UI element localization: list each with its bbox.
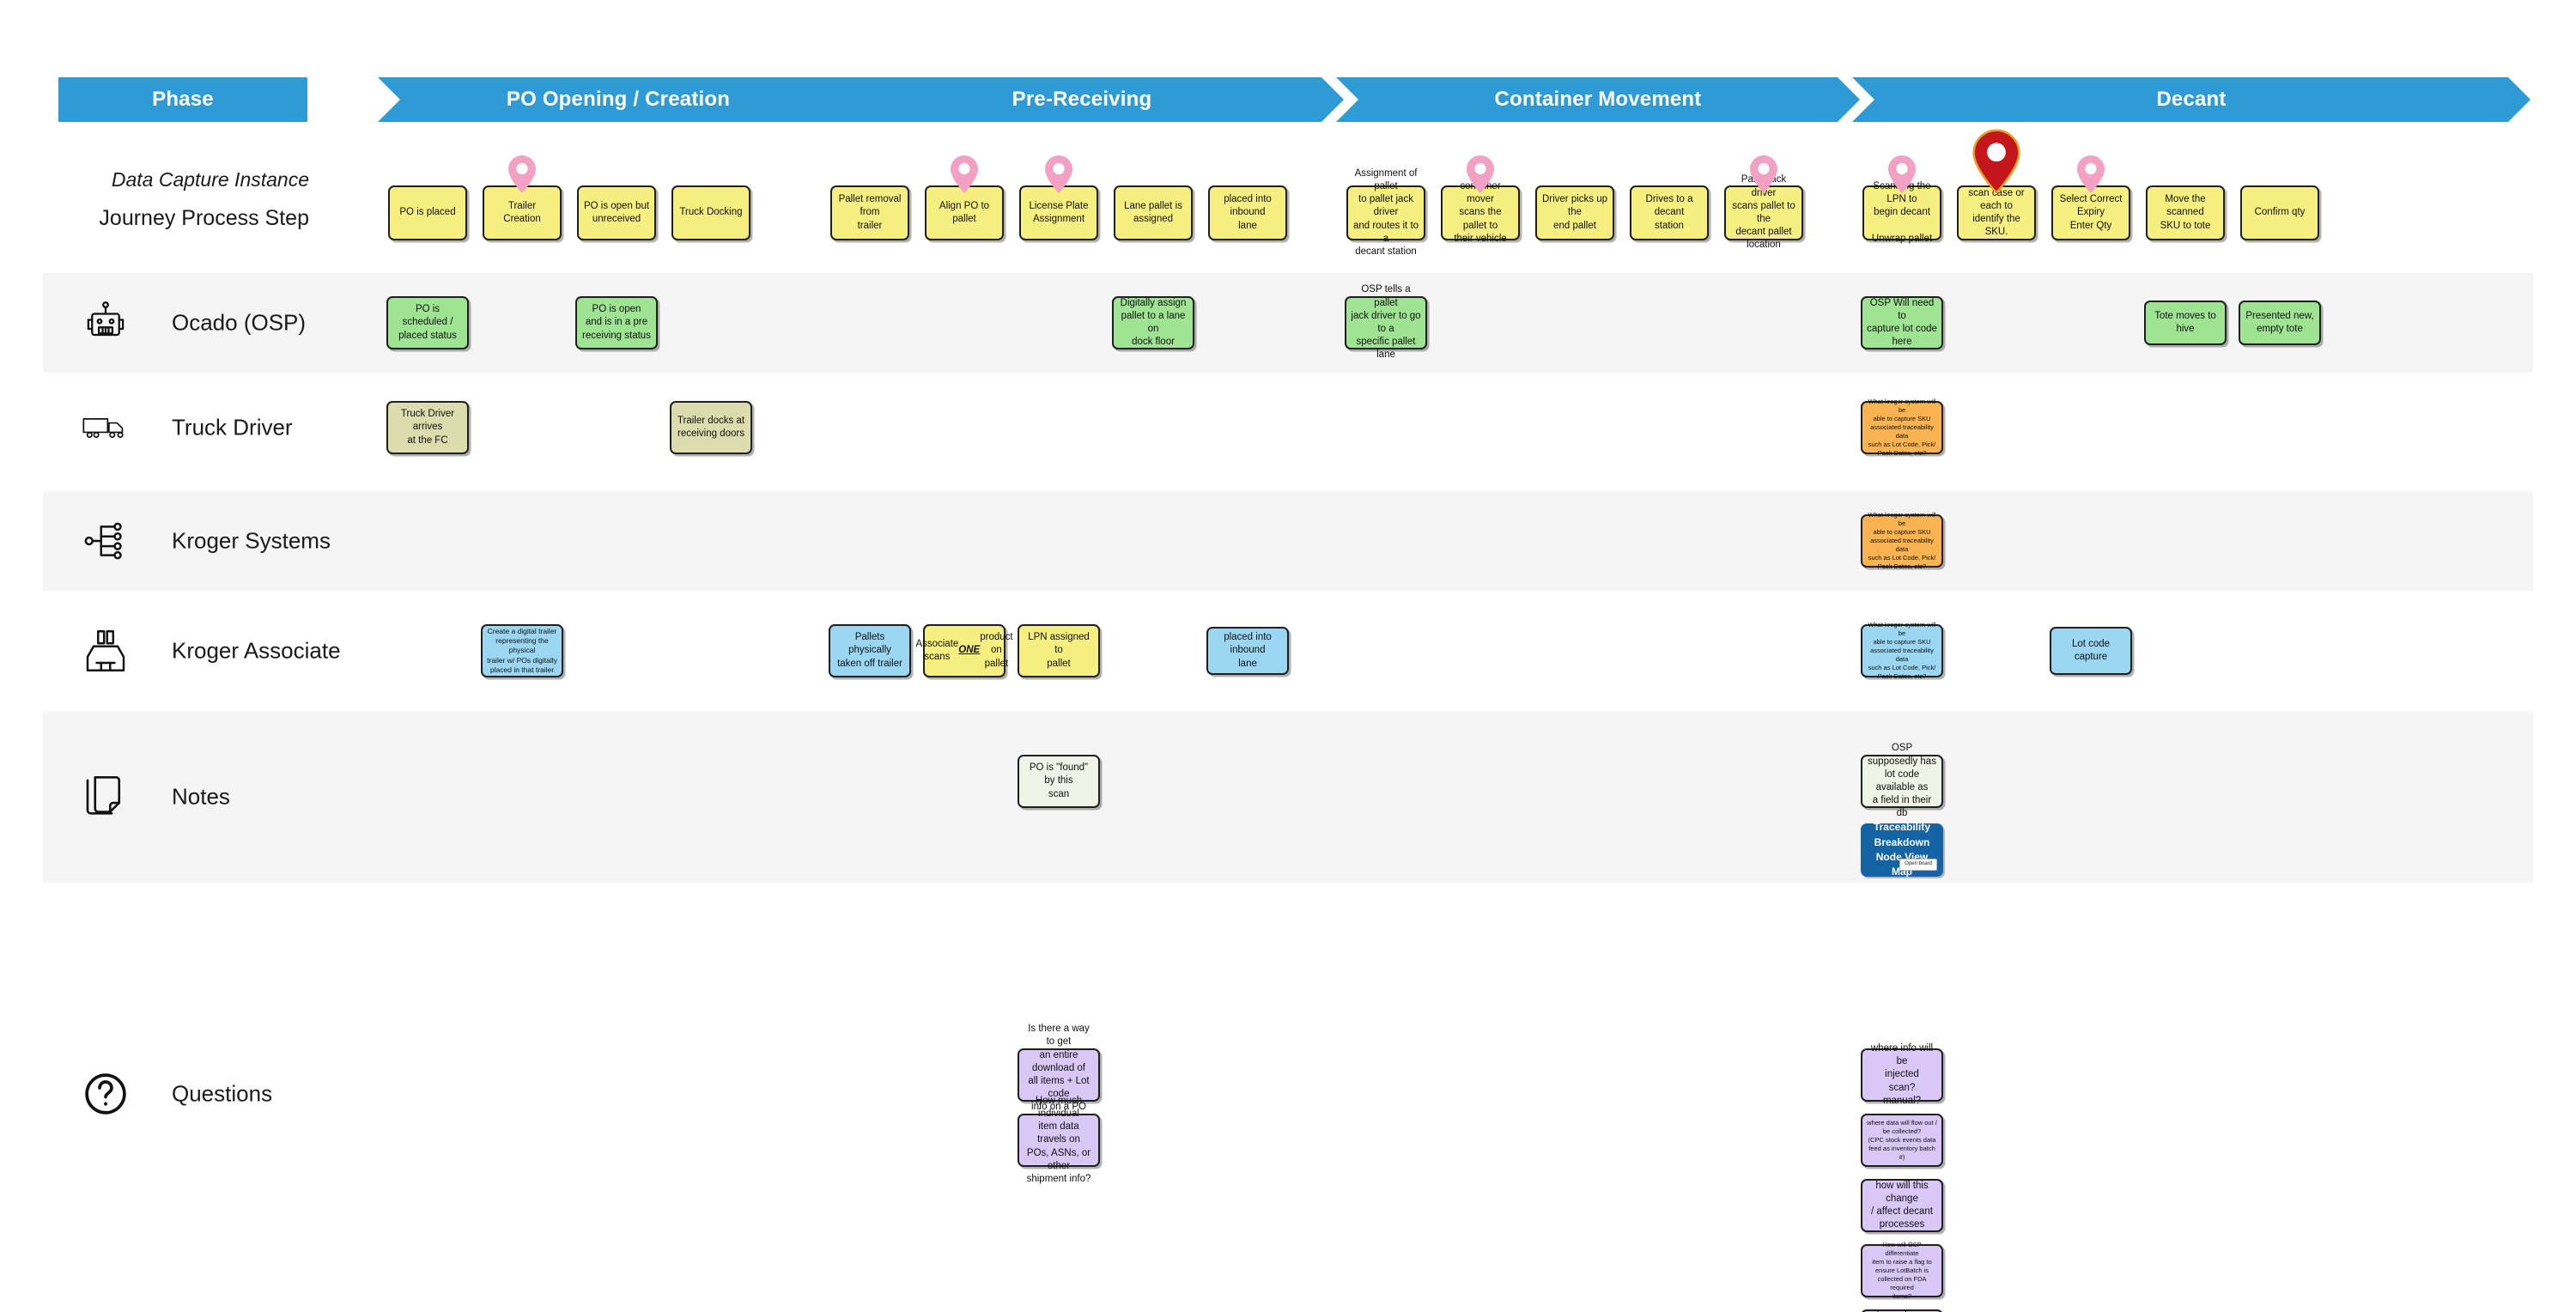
swimlane-questions: Questions: [43, 893, 2533, 1295]
swimlane-title: Truck Driver: [172, 414, 293, 440]
process-step-card[interactable]: Drives to a decant station: [1630, 185, 1709, 240]
swimlane-notes: Notes: [43, 711, 2533, 883]
emphasis-text: ONE: [958, 645, 981, 656]
process-step-card[interactable]: Lane pallet is assigned: [1114, 185, 1193, 240]
linked-board-title: Traceability Breakdown Node View Map: [1873, 821, 1931, 878]
map-pin-icon: [1749, 155, 1778, 194]
phase-banner-row: Phase PO Opening / Creation Pre-Receivin…: [0, 77, 2576, 131]
process-step-card[interactable]: License Plate Assignment: [1019, 185, 1098, 240]
lane-card[interactable]: How will OSP differentiate item to raise…: [1861, 1241, 1943, 1300]
truck-icon: [82, 404, 130, 452]
process-step-card[interactable]: Pallet jack driver scans pallet to the d…: [1724, 174, 1803, 250]
phase-banner-pre-receiving[interactable]: Pre-Receiving: [820, 77, 1344, 122]
process-step-card[interactable]: scan case or each to identify the SKU.: [1957, 185, 2036, 240]
process-step-card[interactable]: PO is placed: [388, 185, 467, 240]
phase-banner-po-opening-creation[interactable]: PO Opening / Creation: [378, 77, 859, 122]
process-step-card[interactable]: placed into inbound lane: [1208, 185, 1287, 240]
lane-card[interactable]: Create a digital trailer representing th…: [481, 624, 563, 677]
lane-card[interactable]: What kroger system will be able to captu…: [1861, 398, 1943, 457]
map-pin-icon: [507, 155, 537, 194]
swimlane-title: Kroger Systems: [172, 527, 331, 554]
lane-card[interactable]: where data will flow out / be collected?…: [1861, 1114, 1943, 1167]
robot-icon: [82, 299, 130, 347]
lane-card[interactable]: placed into inbound lane: [1206, 627, 1289, 675]
swimlane-title: Questions: [172, 1080, 273, 1107]
phase-banner-decant[interactable]: Decant: [1852, 77, 2530, 122]
lane-card[interactable]: What kroger system will be able to captu…: [1861, 621, 1943, 680]
lane-card[interactable]: PO is scheduled / placed status: [386, 296, 469, 349]
lane-card[interactable]: Presented new, empty tote: [2239, 301, 2321, 345]
map-pin-icon: [1466, 155, 1495, 194]
open-board-button[interactable]: Open board: [1899, 859, 1937, 871]
swimlane-title: Notes: [172, 783, 230, 810]
lane-card[interactable]: OSP tells a pallet jack driver to go to …: [1345, 284, 1427, 360]
lane-card[interactable]: where info will be injected scan? manual…: [1861, 1043, 1943, 1106]
map-pin-highlight-icon: [1972, 129, 2020, 194]
lane-card[interactable]: Is there a way to get an entire download…: [1018, 1023, 1100, 1126]
notes-icon: [82, 773, 130, 821]
swimlane-kroger-associate: Kroger Associate: [43, 601, 2533, 701]
systems-icon: [82, 517, 130, 565]
swimlane-kroger-systems: Kroger Systems: [43, 491, 2533, 591]
lane-card[interactable]: OSP Will need to capture lot code here: [1861, 296, 1943, 349]
lane-card[interactable]: Pallets physically taken off trailer: [829, 624, 911, 677]
journey-process-step-label: Journey Process Step: [99, 206, 309, 230]
lane-card[interactable]: how will this change / affect decant pro…: [1861, 1179, 1943, 1232]
map-pin-icon: [1887, 155, 1917, 194]
lane-card[interactable]: OSP supposedly has lot code available as…: [1861, 743, 1943, 818]
process-step-card[interactable]: Pallet removal from trailer: [830, 185, 909, 240]
swimlane-title: Ocado (OSP): [172, 309, 307, 336]
process-step-card[interactable]: Confirm qty: [2240, 185, 2319, 240]
lane-card[interactable]: PO is "found" by this scan: [1018, 755, 1100, 808]
process-step-card[interactable]: PO is open but unreceived: [577, 185, 656, 240]
lane-card[interactable]: Tote moves to hive: [2144, 301, 2227, 345]
process-step-card[interactable]: Move the scanned SKU to tote: [2146, 185, 2225, 240]
swimlane-truck-driver: Truck Driver: [43, 378, 2533, 477]
swimlane-title: Kroger Associate: [172, 637, 341, 664]
lane-card[interactable]: Truck Driver arrives at the FC: [386, 401, 469, 454]
process-step-card[interactable]: Select Correct Expiry Enter Qty: [2051, 185, 2130, 240]
lane-card[interactable]: LPN assigned to pallet: [1018, 624, 1100, 677]
map-pin-icon: [950, 155, 979, 194]
map-pin-icon: [1044, 155, 1073, 194]
process-step-card[interactable]: Assignment of pallet to pallet jack driv…: [1346, 168, 1425, 257]
phase-header-label: Phase: [58, 77, 311, 128]
question-icon: [82, 1070, 130, 1118]
lane-card[interactable]: Digitally assign pallet to a lane on doc…: [1112, 296, 1194, 349]
lane-card[interactable]: PO is open and is in a pre receiving sta…: [575, 296, 658, 349]
phase-banner-container-movement[interactable]: Container Movement: [1336, 77, 1860, 122]
map-pin-icon: [2076, 155, 2105, 194]
factory-icon: [82, 627, 130, 675]
data-capture-instance-label: Data Capture Instance: [111, 168, 309, 191]
lane-card[interactable]: How much individual item data travels on…: [1018, 1096, 1100, 1184]
process-step-card[interactable]: Driver picks up the end pallet: [1535, 185, 1614, 240]
process-step-card[interactable]: Truck Docking: [671, 185, 750, 240]
lane-card[interactable]: What kroger system will be able to captu…: [1861, 511, 1943, 570]
lane-card[interactable]: Trailer docks at receiving doors: [670, 401, 752, 454]
lane-card[interactable]: Lot code capture: [2050, 627, 2132, 675]
